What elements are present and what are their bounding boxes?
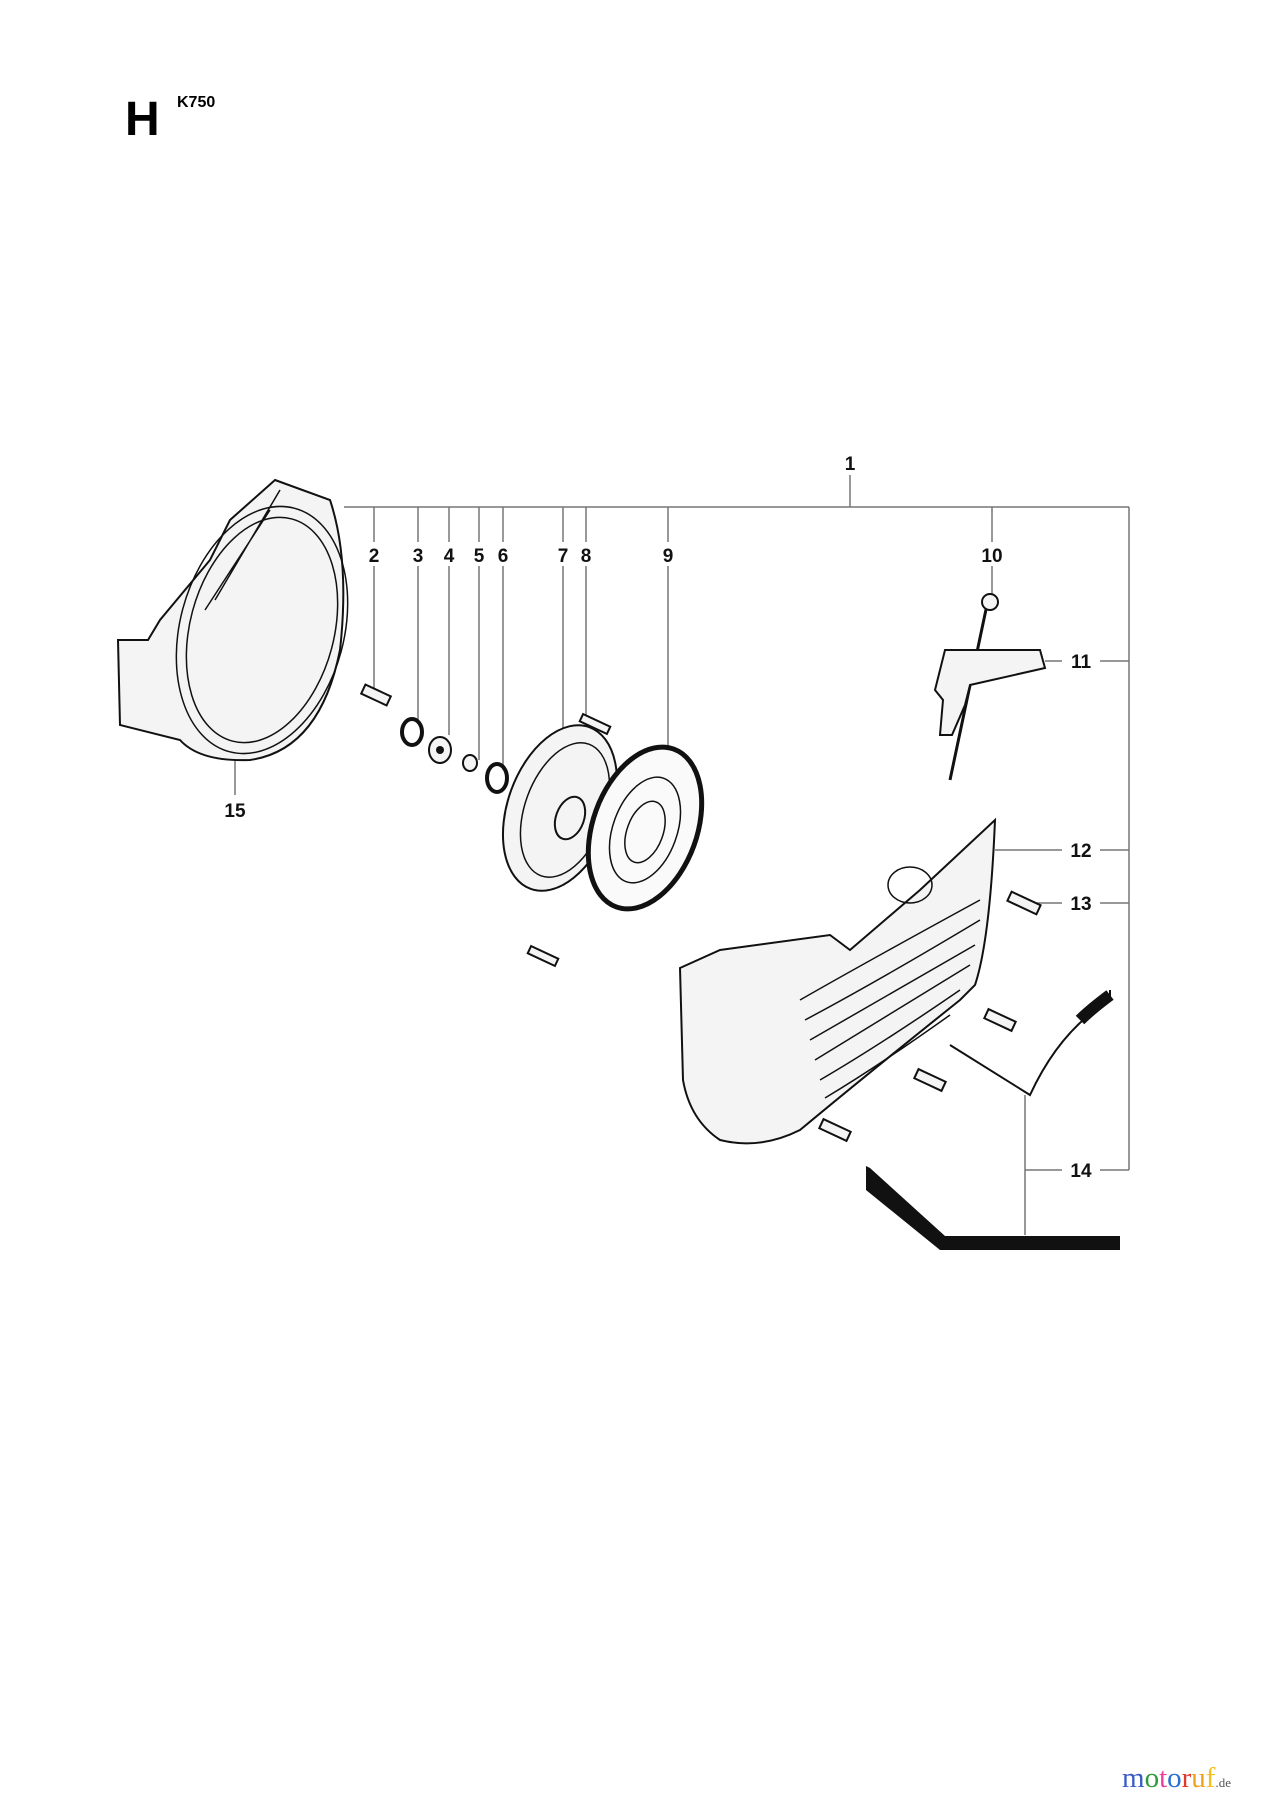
- screw-part[interactable]: [982, 1007, 1018, 1033]
- callout-12: 12: [1070, 841, 1091, 862]
- section-letter: H: [125, 93, 160, 146]
- washer-part[interactable]: [400, 717, 424, 747]
- watermark-letter: o: [1167, 1762, 1182, 1794]
- callout-1: 1: [845, 454, 856, 475]
- callout-5: 5: [474, 546, 485, 567]
- callout-11: 11: [1071, 652, 1092, 673]
- callout-14: 14: [1070, 1161, 1092, 1182]
- watermark-text: motoruf: [1122, 1762, 1215, 1794]
- watermark-logo: motoruf.de: [1122, 1762, 1231, 1795]
- callout-3: 3: [413, 546, 424, 567]
- screw-part[interactable]: [912, 1067, 948, 1093]
- callout-10: 10: [981, 546, 1002, 567]
- starter-spring-part[interactable]: [567, 731, 722, 924]
- callout-13: 13: [1070, 894, 1091, 915]
- bushing-part[interactable]: [428, 736, 452, 764]
- guard-strip-part[interactable]: [866, 990, 1120, 1250]
- model-name: K750: [177, 94, 216, 111]
- watermark-letter: u: [1191, 1762, 1206, 1794]
- watermark-letter: r: [1181, 1762, 1192, 1794]
- callout-4: 4: [444, 546, 455, 567]
- nut-part[interactable]: [462, 754, 478, 772]
- leader-lines: [234, 475, 1130, 1235]
- watermark-letter: m: [1122, 1762, 1145, 1794]
- starter-cover-part[interactable]: [678, 817, 997, 1145]
- screw-part[interactable]: [1006, 890, 1042, 916]
- screw-part[interactable]: [578, 712, 612, 736]
- callout-6: 6: [498, 546, 509, 567]
- callout-8: 8: [581, 546, 592, 567]
- callout-9: 9: [663, 546, 674, 567]
- callout-15: 15: [224, 801, 246, 822]
- fan-housing-part[interactable]: [116, 478, 374, 773]
- screw-part[interactable]: [817, 1117, 853, 1143]
- watermark-letter: o: [1144, 1762, 1160, 1794]
- spring-part[interactable]: [485, 762, 509, 794]
- screw-part[interactable]: [359, 683, 393, 707]
- callout-2: 2: [369, 546, 380, 567]
- watermark-tld: .de: [1215, 1775, 1231, 1790]
- starter-handle-part[interactable]: [933, 593, 1047, 781]
- callout-7: 7: [558, 546, 569, 567]
- watermark-letter: t: [1159, 1762, 1168, 1794]
- screw-part[interactable]: [526, 944, 560, 968]
- watermark-letter: f: [1205, 1762, 1216, 1794]
- callout-labels: 1 2 3 4 5 6 7 8 9 10 11 12 13 14 15: [224, 454, 1092, 1182]
